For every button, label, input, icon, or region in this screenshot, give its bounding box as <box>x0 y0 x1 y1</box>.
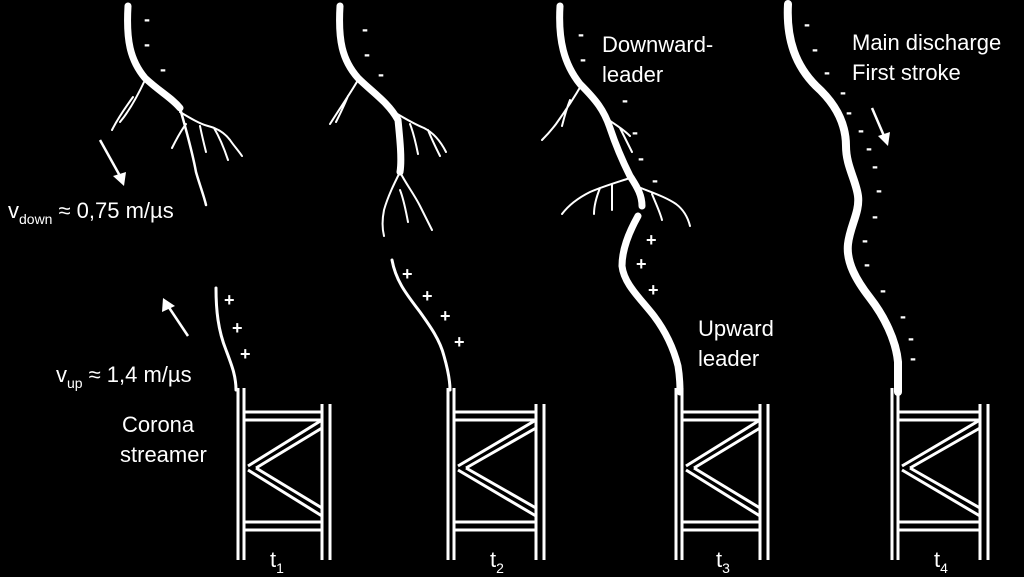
negative-charge: - <box>622 90 628 110</box>
v-up-label: vup≈ 1,4 m/µs <box>56 362 192 391</box>
negative-charge: - <box>876 180 882 200</box>
corona-streamer-label-line2: streamer <box>120 442 207 467</box>
main-discharge-label-line2: First stroke <box>852 60 961 85</box>
downward-leader-channel <box>336 2 405 176</box>
discharge-direction-arrow <box>870 107 886 137</box>
negative-charge: - <box>578 24 584 44</box>
negative-charge: - <box>866 138 872 158</box>
negative-charge: - <box>900 306 906 326</box>
negative-charge: - <box>910 348 916 368</box>
tower <box>674 388 770 560</box>
negative-charge: - <box>908 328 914 348</box>
negative-charge: - <box>144 34 150 54</box>
velocity-up-arrow <box>166 305 190 337</box>
corona-streamer <box>214 286 238 392</box>
negative-charge: - <box>378 64 384 84</box>
positive-charge: + <box>224 290 235 310</box>
stage-3: - - - - - - Downward- leader + + + Upwar… <box>541 2 774 576</box>
negative-charge: - <box>652 170 658 190</box>
arrow-head-icon <box>162 298 175 312</box>
time-label-t1: t1 <box>270 547 284 576</box>
negative-charge: - <box>864 254 870 274</box>
positive-charge: + <box>232 318 243 338</box>
negative-charge: - <box>824 62 830 82</box>
leader-branch <box>178 106 208 207</box>
negative-charge: - <box>144 9 150 29</box>
v-down-label: vdown≈ 0,75 m/µs <box>8 198 174 227</box>
positive-charge: + <box>636 254 647 274</box>
upward-leader-label-line1: Upward <box>698 316 774 341</box>
negative-charge: - <box>812 39 818 59</box>
tower <box>446 388 546 560</box>
negative-charge: - <box>362 19 368 39</box>
stage-1: - - - vdown≈ 0,75 m/µs vup≈ 1,4 m/µs + +… <box>8 2 332 576</box>
stage-4: - - - - - - - - - - - - - - - - Main dis… <box>783 0 1001 576</box>
negative-charge: - <box>638 148 644 168</box>
positive-charge: + <box>454 332 465 352</box>
positive-charge: + <box>440 306 451 326</box>
positive-charge: + <box>422 286 433 306</box>
negative-charge: - <box>580 49 586 69</box>
arrow-head-icon <box>878 132 890 146</box>
main-discharge-label-line1: Main discharge <box>852 30 1001 55</box>
arrow-head-icon <box>113 172 126 186</box>
negative-charge: - <box>862 230 868 250</box>
leader-branch <box>111 79 243 161</box>
negative-charge: - <box>804 14 810 34</box>
corona-streamer-label-line1: Corona <box>122 412 195 437</box>
negative-charge: - <box>880 280 886 300</box>
positive-charge: + <box>240 344 251 364</box>
positive-charge: + <box>402 264 413 284</box>
tower <box>890 388 990 560</box>
negative-charge: - <box>872 206 878 226</box>
main-discharge-channel <box>783 0 902 396</box>
downward-leader-label-line1: Downward- <box>602 32 713 57</box>
time-label-t2: t2 <box>490 547 504 576</box>
negative-charge: - <box>160 59 166 79</box>
upward-leader-label-line2: leader <box>698 346 759 371</box>
negative-charge: - <box>872 156 878 176</box>
leader-branch <box>329 79 447 237</box>
negative-charge: - <box>840 82 846 102</box>
downward-leader-channel <box>124 2 184 112</box>
upward-streamer <box>390 258 452 392</box>
positive-charge: + <box>646 230 657 250</box>
velocity-down-arrow <box>98 139 122 177</box>
downward-leader-channel <box>556 2 646 210</box>
negative-charge: - <box>858 120 864 140</box>
stage-2: - - - + + + + t2 <box>329 2 546 576</box>
negative-charge: - <box>364 44 370 64</box>
time-label-t4: t4 <box>934 547 948 576</box>
upward-leader-channel <box>618 212 684 396</box>
downward-leader-label-line2: leader <box>602 62 663 87</box>
leader-branch <box>541 83 691 227</box>
negative-charge: - <box>632 122 638 142</box>
tower <box>236 388 332 560</box>
positive-charge: + <box>648 280 659 300</box>
time-label-t3: t3 <box>716 547 730 576</box>
negative-charge: - <box>846 102 852 122</box>
